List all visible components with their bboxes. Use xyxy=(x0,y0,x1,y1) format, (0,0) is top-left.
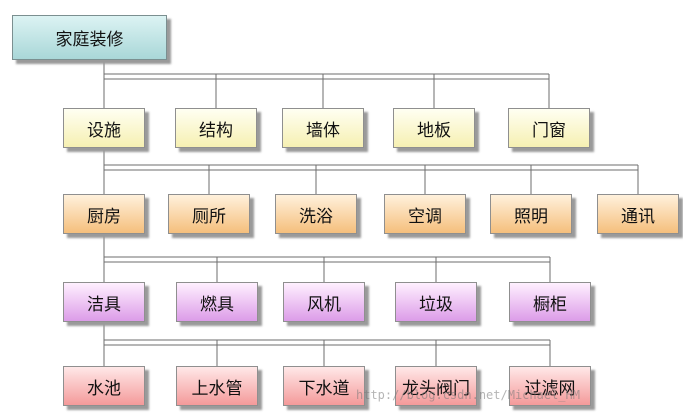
tier3-node-label: 橱柜 xyxy=(533,294,567,315)
tier3-node: 橱柜 xyxy=(509,282,591,322)
tier1-node-label: 地板 xyxy=(417,120,451,141)
tier4-node-label: 水池 xyxy=(87,378,121,399)
tier4-node-label: 上水管 xyxy=(191,378,243,399)
tier3-node-label: 洁具 xyxy=(87,294,121,315)
tier2-node: 洗浴 xyxy=(275,194,357,234)
root-node: 家庭装修 xyxy=(12,15,167,60)
tier3-node-label: 风机 xyxy=(307,294,341,315)
tier2-node-label: 照明 xyxy=(514,206,548,227)
root-node-label: 家庭装修 xyxy=(55,30,124,50)
tier2-node: 通讯 xyxy=(597,194,679,234)
tier4-node-label: 下水道 xyxy=(298,378,350,399)
tier2-node: 照明 xyxy=(490,194,572,234)
tier2-node-label: 厨房 xyxy=(87,206,121,227)
tier3-node: 洁具 xyxy=(63,282,145,322)
tier1-node-label: 墙体 xyxy=(306,120,340,141)
tier1-node: 设施 xyxy=(63,108,145,148)
tier1-node-label: 结构 xyxy=(199,120,233,141)
tier1-node: 结构 xyxy=(175,108,257,148)
tier1-node: 墙体 xyxy=(282,108,364,148)
tier4-node: 上水管 xyxy=(176,366,258,406)
tier3-node: 风机 xyxy=(283,282,365,322)
tier4-node: 下水道 xyxy=(283,366,365,406)
connector-lines xyxy=(103,60,639,366)
tier1-node-label: 设施 xyxy=(87,120,121,141)
tier2-node: 厕所 xyxy=(168,194,250,234)
tier1-node: 门窗 xyxy=(508,108,590,148)
tier2-node: 空调 xyxy=(384,194,466,234)
tier3-node-label: 燃具 xyxy=(200,294,234,315)
tier2-node-label: 洗浴 xyxy=(299,206,333,227)
tier2-node-label: 厕所 xyxy=(192,206,226,227)
tier3-node-label: 垃圾 xyxy=(419,294,453,315)
tier1-node-label: 门窗 xyxy=(532,120,566,141)
tier2-node-label: 空调 xyxy=(408,206,442,227)
tier1-node: 地板 xyxy=(393,108,475,148)
tier3-node: 垃圾 xyxy=(395,282,477,322)
tier2-node-label: 通讯 xyxy=(621,206,655,227)
tier2-node: 厨房 xyxy=(63,194,145,234)
watermark-text: http://blog.csdn.net/Michael_HM xyxy=(356,388,580,402)
tier3-node: 燃具 xyxy=(176,282,258,322)
tier4-node: 水池 xyxy=(63,366,145,406)
